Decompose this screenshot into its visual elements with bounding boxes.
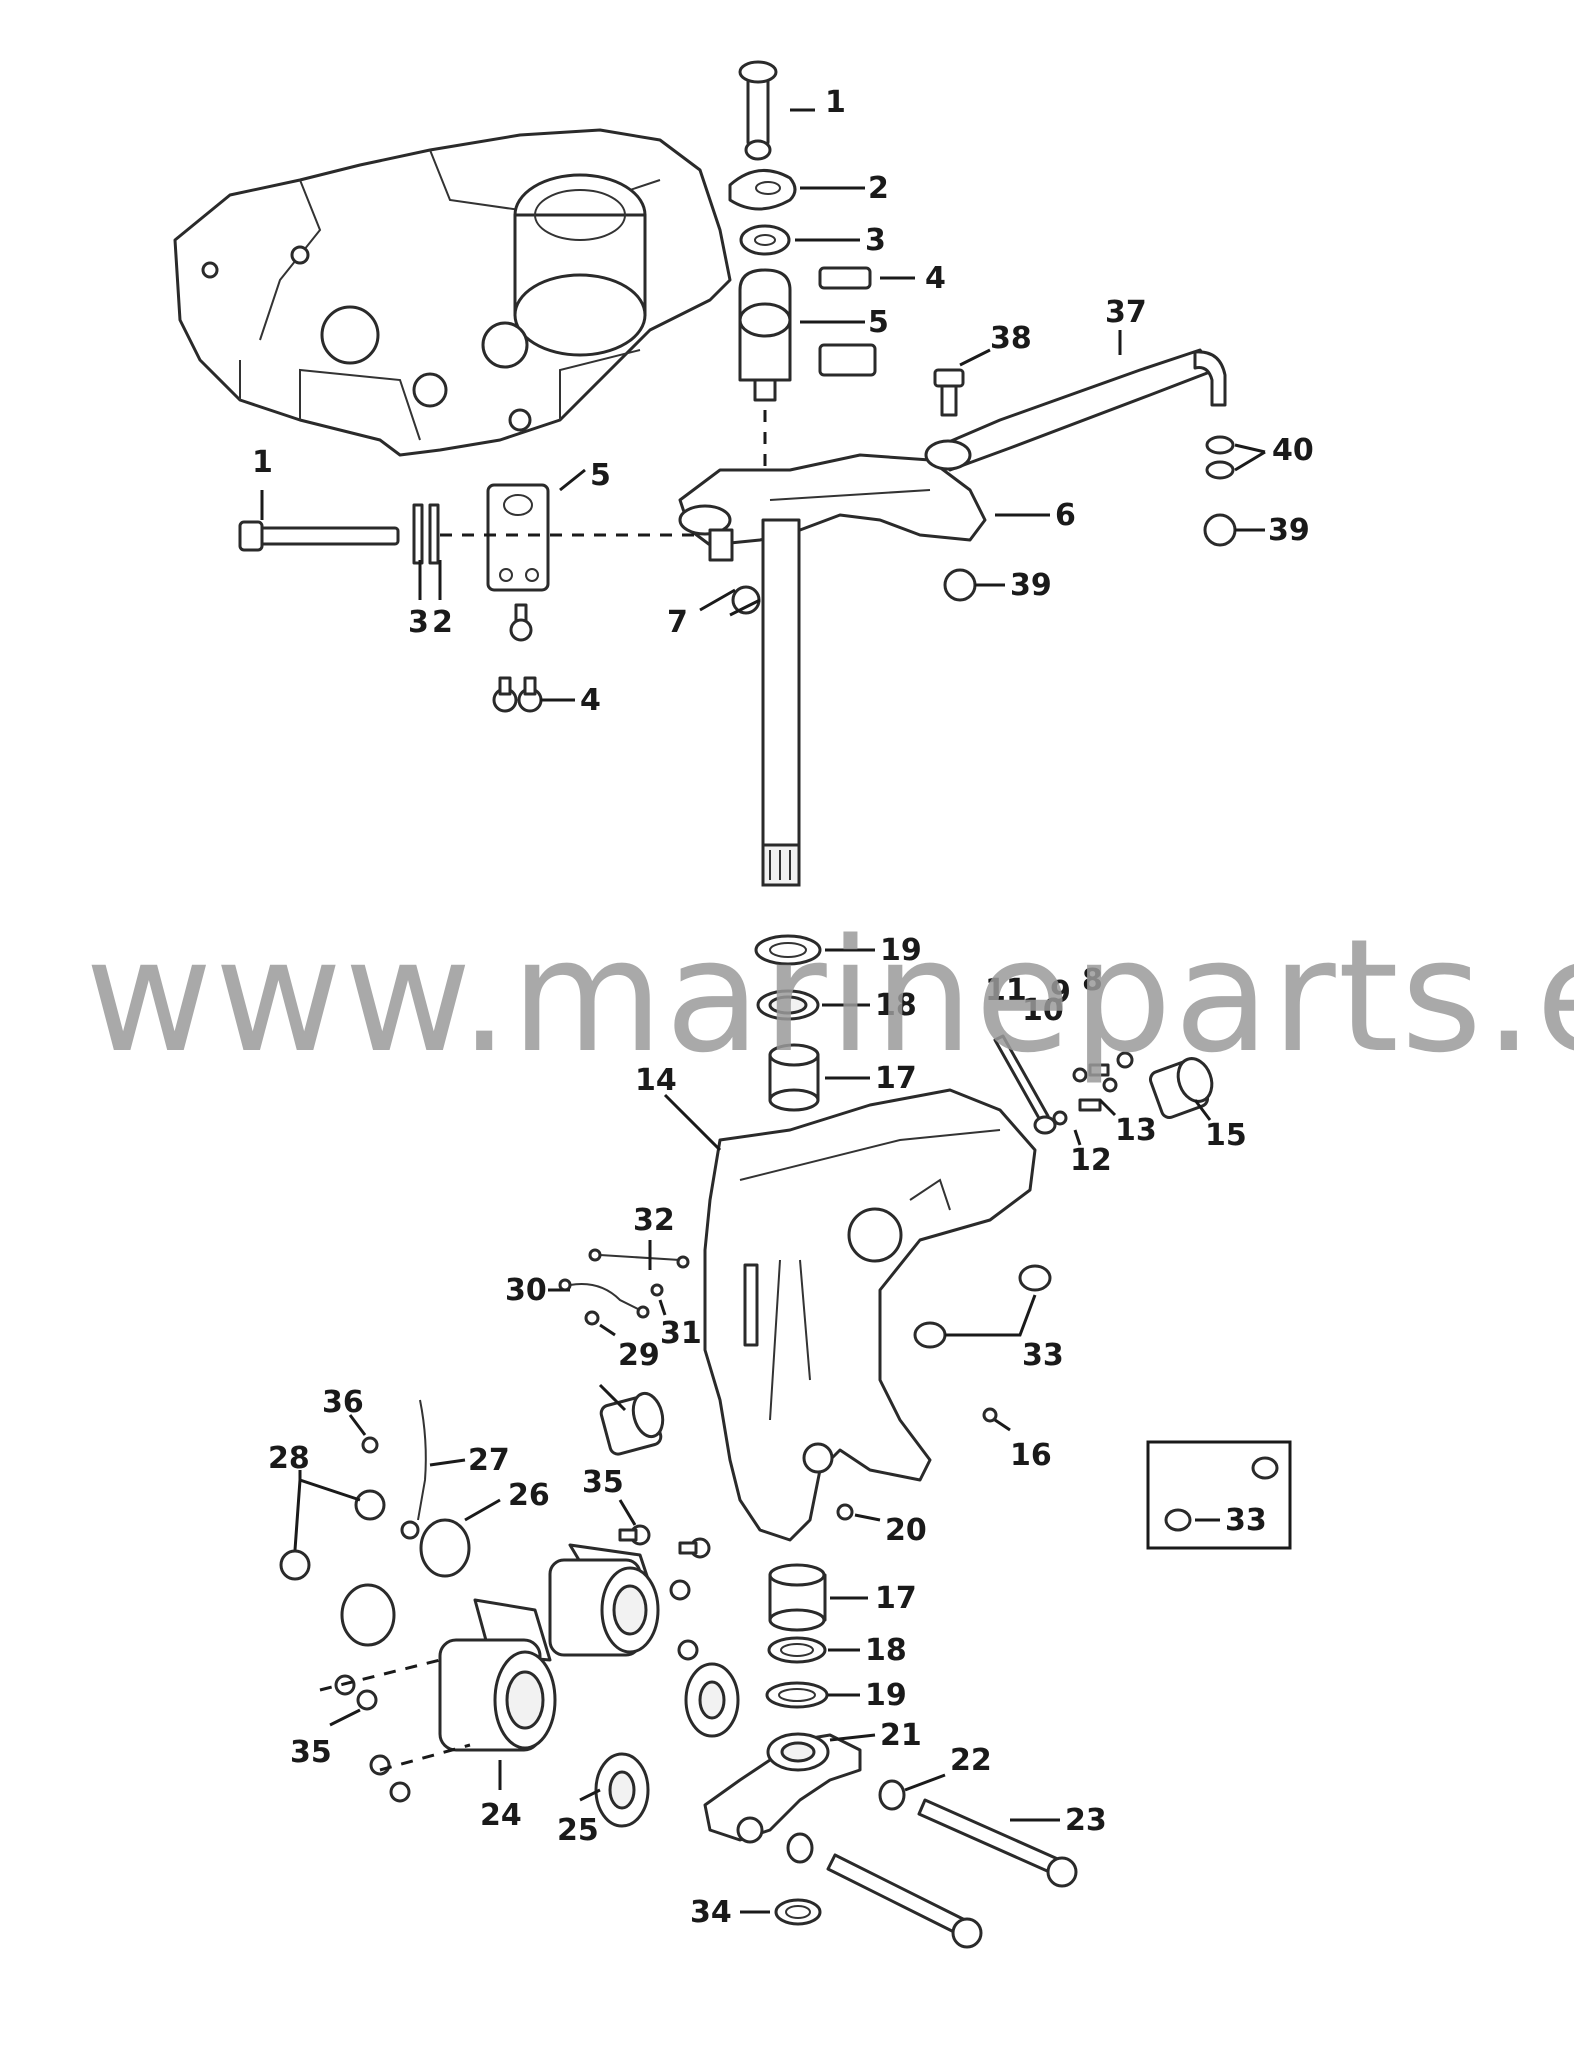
callout-17-lower: 17 (875, 1581, 917, 1616)
callout-5-top: 5 (868, 305, 889, 340)
callout-2-top: 2 (868, 171, 889, 206)
bolt-23 (826, 1798, 1078, 1949)
top-clamp (738, 268, 792, 402)
callout-27: 27 (468, 1443, 510, 1478)
callout-35-upper: 35 (582, 1465, 624, 1500)
lower-bushing-17 (768, 1563, 827, 1632)
seal-34 (774, 1898, 822, 1926)
adapter-plate (173, 128, 732, 457)
washers-26 (340, 1518, 471, 1647)
leader-lines (260, 108, 1266, 1914)
callout-33: 33 (1022, 1338, 1064, 1373)
callout-19-upper: 19 (880, 933, 922, 968)
watermark-text: www.marineparts.eu (85, 905, 1574, 1087)
upper-seal-18 (756, 989, 820, 1021)
callout-4-left: 4 (580, 683, 601, 718)
wire-27 (400, 1399, 427, 1540)
callout-33-inset: 33 (1225, 1503, 1267, 1538)
callout-3-left: 3 (408, 605, 429, 640)
screw-36 (361, 1436, 379, 1454)
steering-yoke (678, 453, 987, 547)
plug-16 (982, 1407, 998, 1423)
lower-seal-18 (767, 1636, 827, 1664)
bolts-35 (334, 1524, 711, 1803)
callout-38: 38 (990, 321, 1032, 356)
callout-8: 8 (1082, 963, 1103, 998)
mount-washers-25 (594, 1662, 740, 1828)
callout-40: 40 (1272, 433, 1314, 468)
callout-labels: 1 2 3 4 5 1 5 3 2 4 6 7 37 38 40 39 39 1… (252, 85, 1314, 1930)
nuts-28 (279, 1489, 386, 1581)
callout-32: 32 (633, 1203, 675, 1238)
callout-30: 30 (505, 1273, 547, 1308)
callout-26: 26 (508, 1478, 550, 1513)
top-bolt (738, 60, 778, 161)
callout-3-top: 3 (865, 223, 886, 258)
callout-2-left: 2 (432, 605, 453, 640)
callout-16: 16 (1010, 1438, 1052, 1473)
steering-shaft (761, 518, 801, 887)
callout-29: 29 (618, 1338, 660, 1373)
top-retainer (728, 168, 797, 211)
left-washers (412, 503, 440, 565)
swivel-bracket (703, 1088, 1037, 1542)
bushings-33 (913, 1264, 1052, 1349)
callout-37: 37 (1105, 295, 1147, 330)
callout-35-lower: 35 (290, 1735, 332, 1770)
callout-10: 10 (1022, 993, 1064, 1028)
callout-13: 13 (1115, 1113, 1157, 1148)
callout-9: 9 (1050, 975, 1071, 1010)
bushing-15-right (1148, 1057, 1214, 1120)
nuts-39 (943, 513, 1237, 602)
callout-11: 11 (985, 973, 1027, 1008)
callout-20: 20 (885, 1513, 927, 1548)
ground-harness (558, 1248, 690, 1326)
top-bolts-4 (818, 266, 877, 377)
callout-6: 6 (1055, 498, 1076, 533)
mount-upper (548, 1543, 660, 1657)
callout-1-top: 1 (825, 85, 846, 120)
callout-14: 14 (635, 1063, 677, 1098)
callout-4-top: 4 (925, 261, 946, 296)
bolt-38 (933, 368, 965, 417)
washer-22 (786, 1779, 906, 1864)
link-rod (924, 348, 1227, 472)
top-washer (739, 224, 791, 256)
callout-18-upper: 18 (875, 988, 917, 1023)
callout-21: 21 (880, 1718, 922, 1753)
callout-12: 12 (1070, 1143, 1112, 1178)
left-bolts-4 (492, 676, 543, 713)
callout-15-right: 15 (1205, 1118, 1247, 1153)
callout-17-upper: 17 (875, 1061, 917, 1096)
callout-25: 25 (557, 1813, 599, 1848)
callout-19-lower: 19 (865, 1678, 907, 1713)
callout-39-right: 39 (1268, 513, 1310, 548)
callout-34: 34 (690, 1895, 732, 1930)
lower-yoke (703, 1732, 862, 1844)
callout-22: 22 (950, 1743, 992, 1778)
lower-seal-19 (765, 1681, 829, 1709)
axis-mount-upper (379, 1743, 471, 1772)
callout-7: 7 (667, 605, 688, 640)
bushing-15-left (599, 1391, 665, 1456)
upper-bushing-17 (768, 1043, 820, 1112)
washers-40 (1205, 435, 1235, 480)
callout-18-lower: 18 (865, 1633, 907, 1668)
mount-lower (438, 1598, 557, 1752)
callout-31: 31 (660, 1316, 702, 1351)
callout-5-left: 5 (590, 458, 611, 493)
callout-28: 28 (268, 1441, 310, 1476)
left-clamp (486, 483, 550, 642)
callout-39-left: 39 (1010, 568, 1052, 603)
upper-seal-19 (754, 934, 822, 966)
screw-20 (836, 1503, 854, 1521)
small-hardware-8-13 (993, 1034, 1134, 1135)
long-bolt-left (238, 520, 400, 552)
callout-36: 36 (322, 1385, 364, 1420)
callout-23: 23 (1065, 1803, 1107, 1838)
inset-box (1146, 1440, 1292, 1550)
callout-1-left: 1 (252, 445, 273, 480)
callout-24: 24 (480, 1798, 522, 1833)
